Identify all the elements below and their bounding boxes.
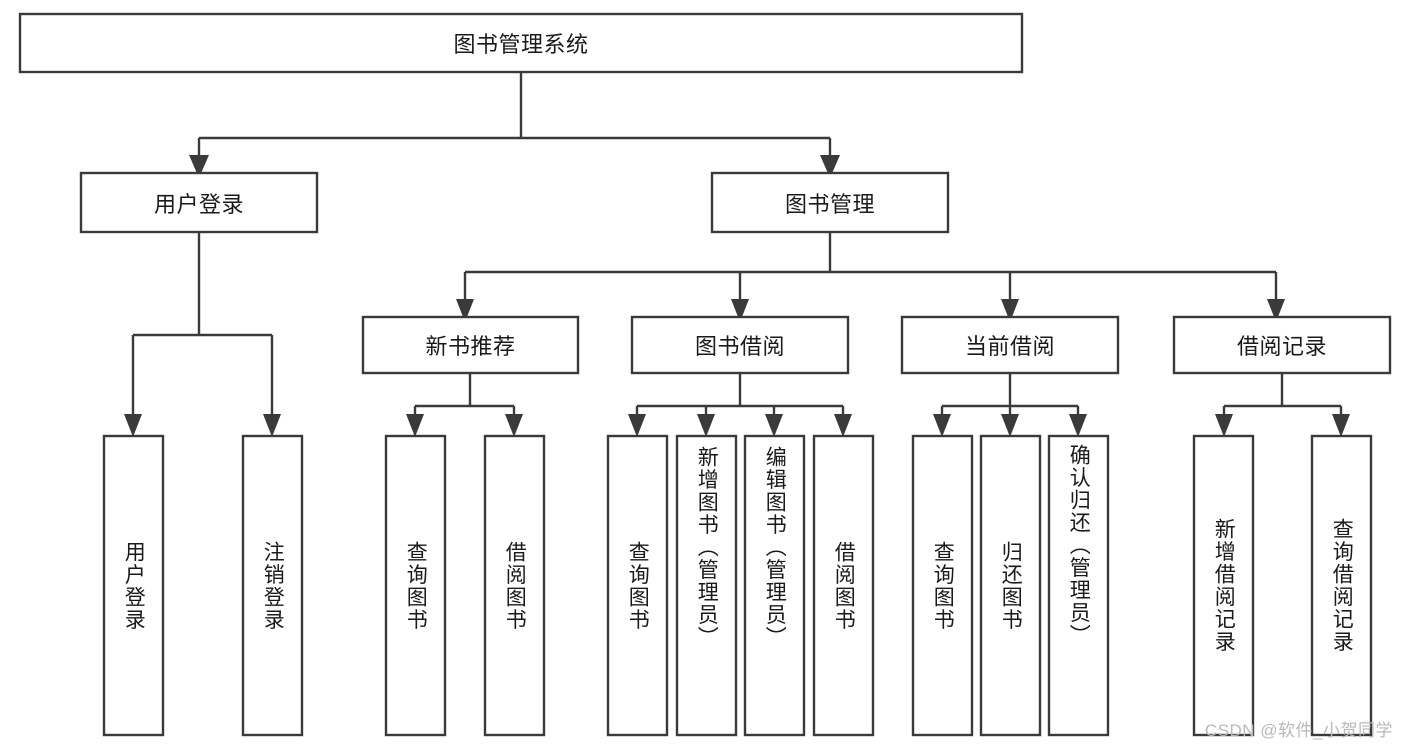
arrow-icon-user-login-leaf-1 [263,414,281,437]
arrow-icon-borrow-record [1267,299,1285,322]
arrow-icon-book-borrow-leaf-2 [765,414,783,437]
node-box-current-borrow[interactable] [900,315,1120,375]
node-box-user-login[interactable] [79,171,319,234]
arrow-icon-book-borrow-leaf-3 [834,414,852,437]
node-box-leaf-book-borrow-1[interactable] [675,434,738,737]
node-box-leaf-new-book-0[interactable] [384,434,447,737]
arrow-icon-book-borrow-leaf-0 [628,414,646,437]
node-box-new-book-recommend[interactable] [361,315,580,375]
node-box-leaf-book-borrow-2[interactable] [743,434,806,737]
node-box-leaf-book-borrow-3[interactable] [812,434,875,737]
arrow-icon-borrow-record-leaf-0 [1215,414,1233,437]
arrow-icon-new-book [456,299,474,322]
node-box-leaf-current-borrow-2[interactable] [1047,434,1110,737]
arrow-icon-current-borrow-leaf-0 [933,414,951,437]
arrow-icon-new-book-leaf-1 [505,414,523,437]
node-box-leaf-user-login-0[interactable] [102,434,165,737]
arrowhead-group [124,155,1350,437]
node-box-group [18,12,1392,737]
arrow-icon-book-borrow-leaf-1 [697,414,715,437]
arrow-icon-book-borrow [731,299,749,322]
arrow-icon-current-borrow-leaf-1 [1001,414,1019,437]
arrow-icon-book-manage [820,155,840,178]
node-box-leaf-current-borrow-0[interactable] [911,434,974,737]
node-box-leaf-current-borrow-1[interactable] [979,434,1042,737]
arrow-icon-borrow-record-leaf-1 [1332,414,1350,437]
node-box-leaf-borrow-record-1[interactable] [1310,434,1373,737]
node-box-book-borrow[interactable] [630,315,850,375]
arrow-icon-new-book-leaf-0 [406,414,424,437]
node-box-borrow-record[interactable] [1172,315,1392,375]
arrow-icon-current-borrow-leaf-2 [1069,414,1087,437]
node-box-book-manage[interactable] [710,171,950,234]
arrow-icon-user-login-leaf-0 [124,414,142,437]
node-box-leaf-borrow-record-0[interactable] [1192,434,1255,737]
arrow-icon-current-borrow [1001,299,1019,322]
node-box-leaf-book-borrow-0[interactable] [606,434,669,737]
node-box-root[interactable] [18,12,1024,74]
node-box-leaf-new-book-1[interactable] [483,434,546,737]
node-box-leaf-user-login-1[interactable] [241,434,304,737]
arrow-icon-user-login [189,155,209,178]
